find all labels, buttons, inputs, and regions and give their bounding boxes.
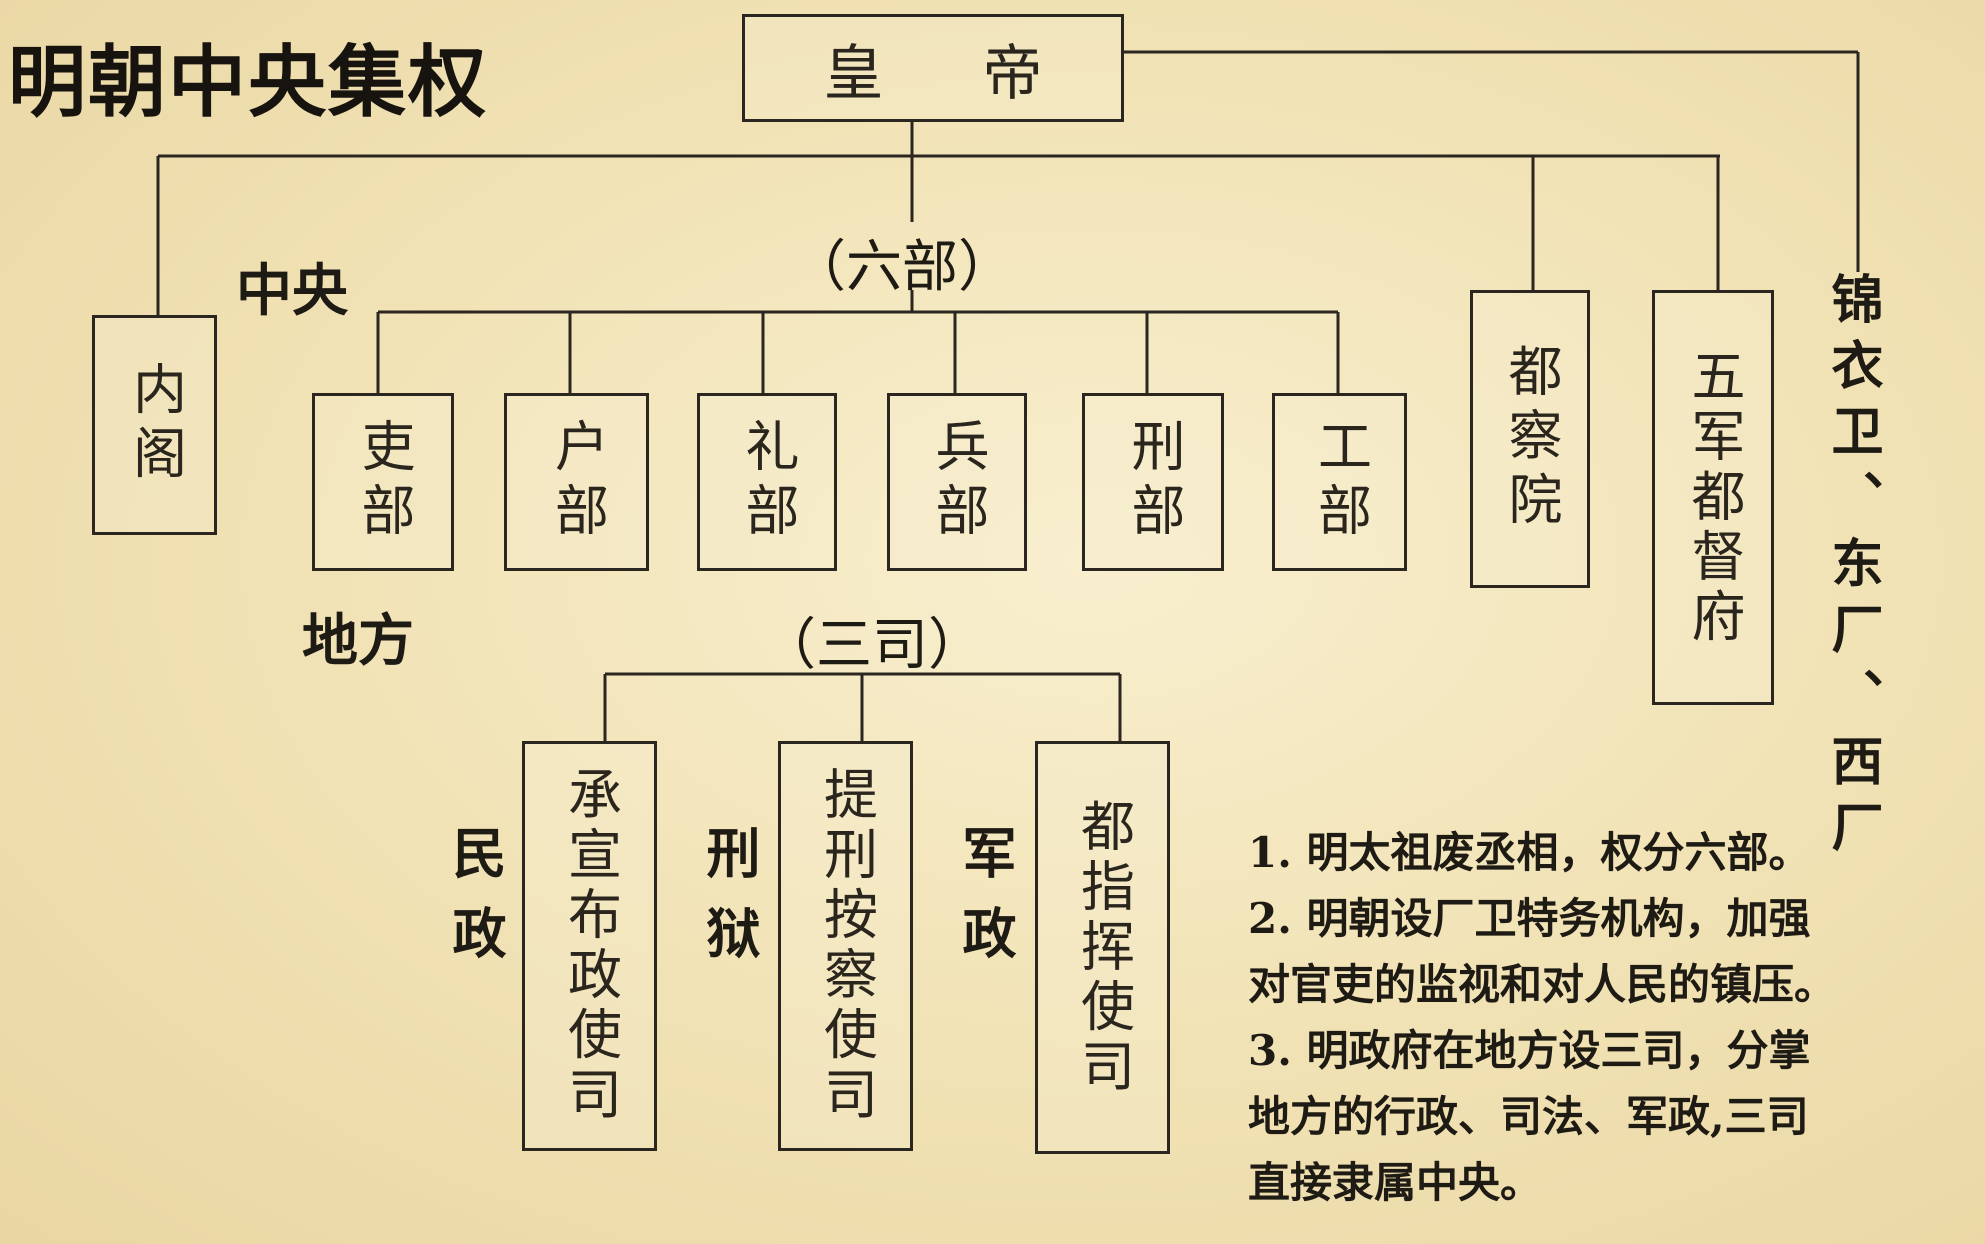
six-ministries-label: （六部） xyxy=(790,235,1014,300)
ministry-label: 工部 xyxy=(1308,418,1372,546)
emperor-box: 皇 帝 xyxy=(742,14,1124,122)
local-office-box-civil: 承宣布政使司 xyxy=(522,741,657,1151)
ministry-label: 吏部 xyxy=(352,418,415,546)
note-line: 2. 明朝设厂卫特务机构，加强 xyxy=(1248,894,1811,943)
local-office-label: 提刑按察使司 xyxy=(814,766,878,1126)
local-office-label: 承宣布政使司 xyxy=(558,766,622,1126)
note-line: 对官吏的监视和对人民的镇压。 xyxy=(1248,960,1837,1009)
duchayuan-box: 都察院 xyxy=(1470,290,1590,588)
ministry-box-li-rites: 礼部 xyxy=(697,393,837,571)
local-office-box-military: 都指挥使司 xyxy=(1035,741,1170,1154)
local-category-judicial: 刑狱 xyxy=(697,825,761,985)
central-label: 中央 xyxy=(236,258,348,324)
ministry-label: 礼部 xyxy=(736,418,799,546)
neige-box: 内阁 xyxy=(92,315,217,535)
neige-label: 内阁 xyxy=(123,361,187,489)
emperor-label: 皇 帝 xyxy=(823,38,1083,109)
ministry-box-hu: 户部 xyxy=(504,393,649,571)
local-category-civil: 民政 xyxy=(443,825,507,985)
note-line: 地方的行政、司法、军政,三司 xyxy=(1248,1092,1809,1141)
local-office-label: 都指挥使司 xyxy=(1071,797,1135,1098)
wujun-box: 五军都督府 xyxy=(1652,290,1774,705)
ministry-box-xing: 刑部 xyxy=(1082,393,1224,571)
duchayuan-label: 都察院 xyxy=(1499,343,1562,535)
secret-police-label: 锦衣卫、东厂、西厂 xyxy=(1822,272,1883,866)
wujun-label: 五军都督府 xyxy=(1682,347,1745,648)
diagram-title: 明朝中央集权 xyxy=(8,38,489,128)
note-line: 直接隶属中央。 xyxy=(1248,1158,1543,1207)
local-category-military: 军政 xyxy=(953,825,1017,985)
note-line: 3. 明政府在地方设三司，分掌 xyxy=(1248,1026,1811,1075)
ministry-label: 刑部 xyxy=(1122,418,1185,546)
local-label: 地方 xyxy=(302,608,414,674)
ministry-box-li: 吏部 xyxy=(312,393,454,571)
ministry-label: 兵部 xyxy=(926,418,989,546)
note-line: 1. 明太祖废丞相，权分六部。 xyxy=(1248,828,1811,877)
notes-block: 1. 明太祖废丞相，权分六部。 2. 明朝设厂卫特务机构，加强 对官吏的监视和对… xyxy=(1248,820,1978,1216)
ministry-box-bing: 兵部 xyxy=(887,393,1027,571)
three-offices-label: （三司） xyxy=(760,613,984,678)
ministry-label: 户部 xyxy=(545,418,609,546)
local-office-box-judicial: 提刑按察使司 xyxy=(778,741,913,1151)
ministry-box-gong: 工部 xyxy=(1272,393,1407,571)
